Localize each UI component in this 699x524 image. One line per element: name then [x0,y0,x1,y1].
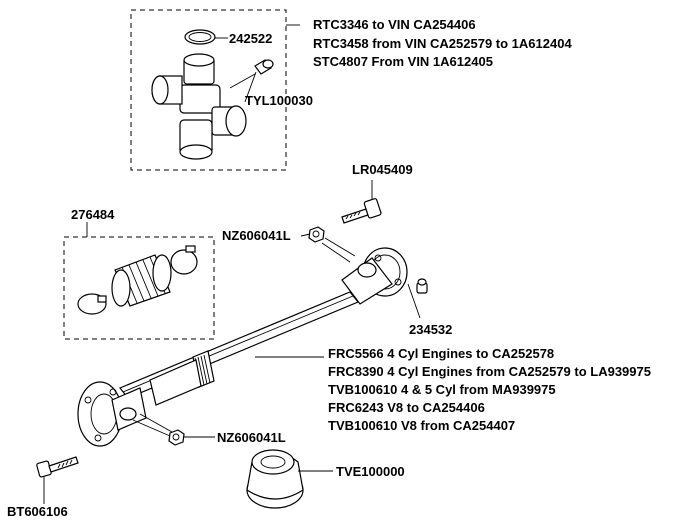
label-nut-bottom: NZ606041L [217,430,286,445]
label-gaiter-kit: 276484 [71,207,115,222]
label-rubber-coupling: TVE100000 [336,464,405,479]
label-ujoint-note-2: RTC3458 from VIN CA252579 to 1A612404 [313,36,572,51]
label-shaft-note-5: TVB100610 V8 from CA254407 [328,418,516,433]
label-ujoint-note-1: RTC3346 to VIN CA254406 [313,17,476,32]
bolt-bottom-drawing [36,456,79,504]
rubber-coupling-drawing [246,449,333,509]
label-bolt-bottom: BT606106 [7,504,68,519]
label-ujoint-grease-nipple: TYL100030 [245,93,313,108]
label-ujoint-note-3: STC4807 From VIN 1A612405 [313,54,493,69]
universal-joint-drawing [151,29,274,160]
propeller-shaft-drawing [77,247,421,447]
label-ujoint-circlip: 242522 [229,31,273,46]
grease-nipple-drawing [416,278,428,294]
label-nut-top: NZ606041L [222,228,291,243]
label-bolt-top: LR045409 [352,162,413,177]
bolt-top-drawing [341,180,382,224]
gaiter-inset-box [63,236,215,340]
ujoint-inset-box [130,9,287,171]
gaiter-drawing [77,245,198,315]
label-shaft-note-4: FRC6243 V8 to CA254406 [328,400,485,415]
label-shaft-note-2: FRC8390 4 Cyl Engines from CA252579 to L… [328,364,651,379]
nut-top-drawing [300,226,356,263]
nut-bottom-drawing [132,413,215,446]
label-shaft-note-3: TVB100610 4 & 5 Cyl from MA939975 [328,382,556,397]
label-grease-nipple: 234532 [409,322,453,337]
label-shaft-note-1: FRC5566 4 Cyl Engines to CA252578 [328,346,555,361]
